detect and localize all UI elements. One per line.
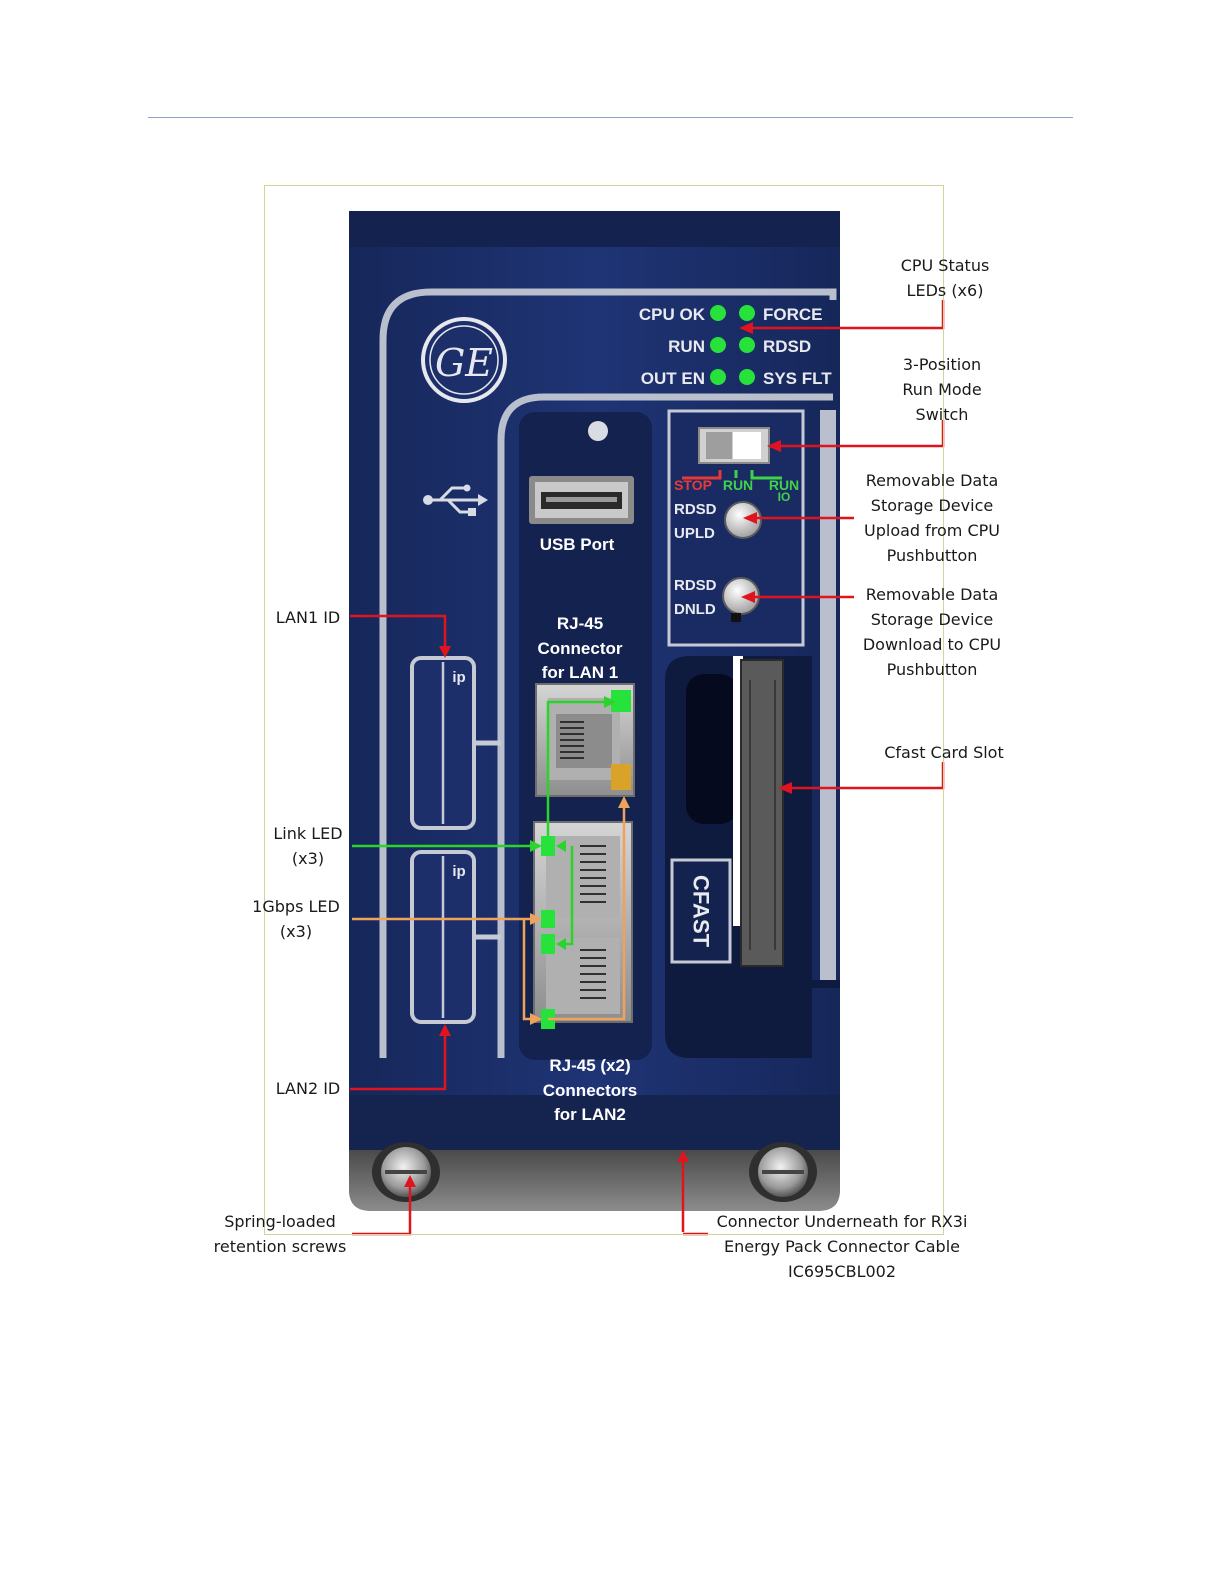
right-edge-trim <box>820 410 836 980</box>
lan2b-link-led <box>541 934 555 954</box>
led-label-force: FORCE <box>763 305 823 324</box>
callout-lan2-id: LAN2 ID <box>275 1079 341 1098</box>
lan1-ip-label: ip <box>452 669 465 686</box>
svg-text:for LAN 1: for LAN 1 <box>542 663 619 682</box>
lan2a-link-led <box>541 836 555 856</box>
callout-lan1-id: LAN1 ID <box>275 608 341 627</box>
led-cpu-ok <box>710 305 726 321</box>
status-indicator-dot <box>588 421 608 441</box>
retention-screw-right[interactable] <box>749 1142 817 1202</box>
lan1-id-tab: ip <box>410 656 501 830</box>
svg-text:DNLD: DNLD <box>674 601 716 618</box>
status-led-block: CPU OK FORCE RUN RDSD OUT EN SYS FLT <box>639 305 832 388</box>
svg-text:RJ-45: RJ-45 <box>557 614 603 633</box>
svg-text:Connectors: Connectors <box>543 1081 637 1100</box>
svg-text:CFAST: CFAST <box>689 875 714 948</box>
ge-logo: GE <box>421 317 507 403</box>
lan2-ip-label: ip <box>452 863 465 880</box>
led-label-out-en: OUT EN <box>641 369 705 388</box>
switch-label-run: RUN <box>723 477 753 493</box>
retention-screw-left[interactable] <box>372 1142 440 1202</box>
led-sys-flt <box>739 369 755 385</box>
ge-logo-text: GE <box>435 341 493 385</box>
led-label-rdsd: RDSD <box>763 337 811 356</box>
rdsd-upload-pushbutton-label: RDSD UPLD <box>674 501 717 542</box>
usb-icon <box>423 484 488 516</box>
led-force <box>739 305 755 321</box>
led-out-en <box>710 369 726 385</box>
led-run <box>710 337 726 353</box>
leader-arrowheads-link-led <box>530 696 616 950</box>
rj45-lan2-label: RJ-45 (x2) Connectors for LAN2 <box>543 1056 637 1124</box>
rdsd-upload-pushbutton[interactable] <box>724 501 762 539</box>
usb-port[interactable] <box>529 476 634 524</box>
leader-arrowheads-red <box>404 322 792 1187</box>
cfast-label-box: CFAST <box>670 858 732 964</box>
rj45-lan1-label: RJ-45 Connector for LAN 1 <box>538 614 623 682</box>
module-base <box>349 1150 840 1211</box>
svg-text:Connector: Connector <box>538 639 623 658</box>
led-rdsd <box>739 337 755 353</box>
lan1-link-led <box>611 690 631 712</box>
callout-1gbps-led: 1Gbps LED(x3) <box>252 897 340 941</box>
rdsd-download-pushbutton-label: RDSD DNLD <box>674 577 717 618</box>
svg-text:RJ-45 (x2): RJ-45 (x2) <box>549 1056 630 1075</box>
callout-link-led: Link LED(x3) <box>273 824 343 868</box>
run-mode-switch[interactable] <box>698 427 770 464</box>
led-label-sys-flt: SYS FLT <box>763 369 832 388</box>
leader-arrowheads-gbps-led <box>530 796 630 1025</box>
rj45-lan2-ports[interactable] <box>533 821 633 1029</box>
svg-text:RDSD: RDSD <box>674 577 717 594</box>
cfast-card-slot[interactable] <box>665 656 812 1058</box>
svg-text:RDSD: RDSD <box>674 501 717 518</box>
lan2a-gbps-led <box>541 910 555 928</box>
lan2-id-tab: ip <box>410 850 501 1024</box>
header-rule <box>148 117 1073 118</box>
switch-label-run-io-1: RUN <box>769 477 799 493</box>
switch-label-stop: STOP <box>674 477 712 493</box>
svg-text:UPLD: UPLD <box>674 525 715 542</box>
download-indicator <box>731 613 741 622</box>
bezel-trim-inner <box>497 393 833 1058</box>
callout-cfast-card-slot: Cfast Card Slot <box>884 743 1004 762</box>
usb-port-label: USB Port <box>540 535 615 554</box>
bezel-trim-outer <box>379 288 837 1058</box>
lan1-gbps-led <box>611 764 631 790</box>
cfast-slot-lower-edge <box>805 980 840 988</box>
run-mode-switch-markings: STOP RUN RUN IO <box>674 470 799 504</box>
switch-label-run-io-2: IO <box>778 490 791 504</box>
led-label-run: RUN <box>668 337 705 356</box>
led-label-cpu-ok: CPU OK <box>639 305 706 324</box>
svg-text:for LAN2: for LAN2 <box>554 1105 626 1124</box>
